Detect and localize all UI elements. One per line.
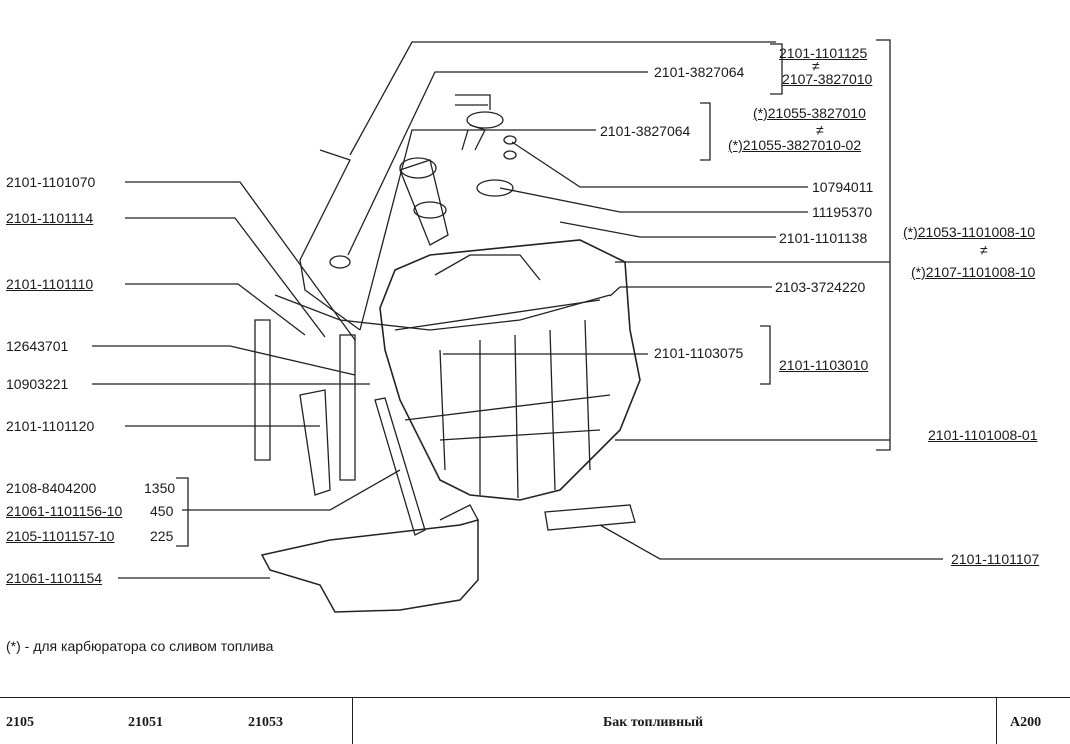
part-label: 2101-1101110 — [6, 276, 94, 292]
part-label: 11195370 — [812, 204, 873, 220]
seal-strip — [374, 397, 426, 536]
part-label: (*)21055-3827010 — [753, 105, 866, 121]
part-label: 2101-1101008-01 — [928, 427, 1038, 443]
tank-rib — [439, 429, 601, 441]
tank-rib — [514, 334, 519, 499]
page-title: Бак топливный — [603, 715, 704, 730]
leader-line — [182, 469, 401, 511]
leader-line — [609, 286, 772, 297]
not-equal-sign: ≠ — [816, 122, 824, 138]
part-label: (*)2107-1101008-10 — [911, 264, 1036, 280]
footnote: (*) - для карбюратора со сливом топлива — [6, 638, 274, 654]
leader-line — [499, 187, 808, 213]
part-label: 21061-1101154 — [6, 570, 103, 586]
part-label: 2108-8404200 — [6, 480, 97, 496]
part-label: 2101-1101107 — [951, 551, 1040, 567]
title-block: 2105 21051 21053 Бак топливный A200 — [0, 697, 1070, 744]
part-label: 12643701 — [6, 338, 69, 354]
bracket — [760, 325, 771, 385]
divider — [352, 698, 353, 744]
part-label: 2101-3827064 — [600, 123, 691, 139]
small-plate — [544, 504, 636, 531]
leader-line — [349, 41, 776, 156]
part-label: 10794011 — [812, 179, 874, 195]
part-label: (*)21055-3827010-02 — [728, 137, 862, 153]
leader-line — [125, 217, 326, 338]
part-label: 2101-1101120 — [6, 418, 95, 434]
divider — [996, 698, 997, 744]
model-code: 21051 — [128, 715, 163, 730]
filter — [329, 255, 351, 269]
washer — [503, 135, 517, 145]
part-label: 2101-1103010 — [779, 357, 869, 373]
leader-line — [559, 221, 776, 238]
bracket — [176, 477, 189, 547]
tank-rib — [394, 299, 601, 331]
leader-line — [125, 181, 356, 341]
leader-line — [125, 283, 306, 336]
tank-rib — [549, 329, 556, 491]
tank-rib — [584, 319, 591, 471]
sheet-code: A200 — [1010, 715, 1042, 730]
bracket — [770, 43, 783, 95]
tank-body — [379, 239, 641, 501]
part-label: 2105-1101157-10 — [6, 528, 115, 544]
part-label: 2101-1101125 — [779, 45, 868, 61]
shield-side — [439, 504, 479, 521]
leader-line — [92, 345, 356, 376]
part-label: (*)21053-1101008-10 — [903, 224, 1036, 240]
leader-line — [599, 524, 943, 560]
bracket — [876, 39, 891, 451]
not-equal-sign: ≠ — [812, 58, 820, 74]
fuel-tube — [299, 149, 361, 331]
sender-flange — [466, 111, 504, 129]
fuel-tank-diagram — [92, 39, 943, 613]
bracket — [700, 102, 711, 161]
gasket — [476, 179, 514, 197]
leader-line — [347, 71, 648, 256]
model-code: 2105 — [6, 715, 34, 730]
fuel-tube — [434, 254, 541, 281]
quantity-label: 1350 — [144, 480, 176, 496]
part-label: 2101-1101114 — [6, 210, 94, 226]
filler-neck — [399, 159, 449, 246]
part-label: 2103-3724220 — [775, 279, 866, 295]
hose-clamp — [299, 389, 331, 496]
mount-strap — [254, 319, 271, 461]
part-label: 21061-1101156-10 — [6, 503, 123, 519]
leader-line — [511, 141, 808, 188]
mount-strap — [339, 334, 356, 481]
part-label: 2101-1101070 — [6, 174, 96, 190]
part-label: 2101-3827064 — [654, 64, 745, 80]
fuel-tube — [274, 294, 611, 331]
not-equal-sign: ≠ — [980, 242, 988, 258]
tank-rib — [439, 349, 446, 471]
part-label: 10903221 — [6, 376, 69, 392]
quantity-label: 450 — [150, 503, 174, 519]
part-label: 2101-1103075 — [654, 345, 744, 361]
filler-cap — [399, 157, 437, 179]
shield — [260, 519, 479, 613]
filler-ring — [413, 201, 447, 219]
leader-line — [359, 129, 596, 331]
part-label: 2101-1101138 — [779, 230, 868, 246]
quantity-label: 225 — [150, 528, 174, 544]
washer — [503, 150, 517, 160]
fuel-sender — [455, 94, 491, 151]
part-label: 2107-3827010 — [782, 71, 873, 87]
tank-rib — [404, 394, 611, 421]
model-code: 21053 — [248, 715, 283, 730]
